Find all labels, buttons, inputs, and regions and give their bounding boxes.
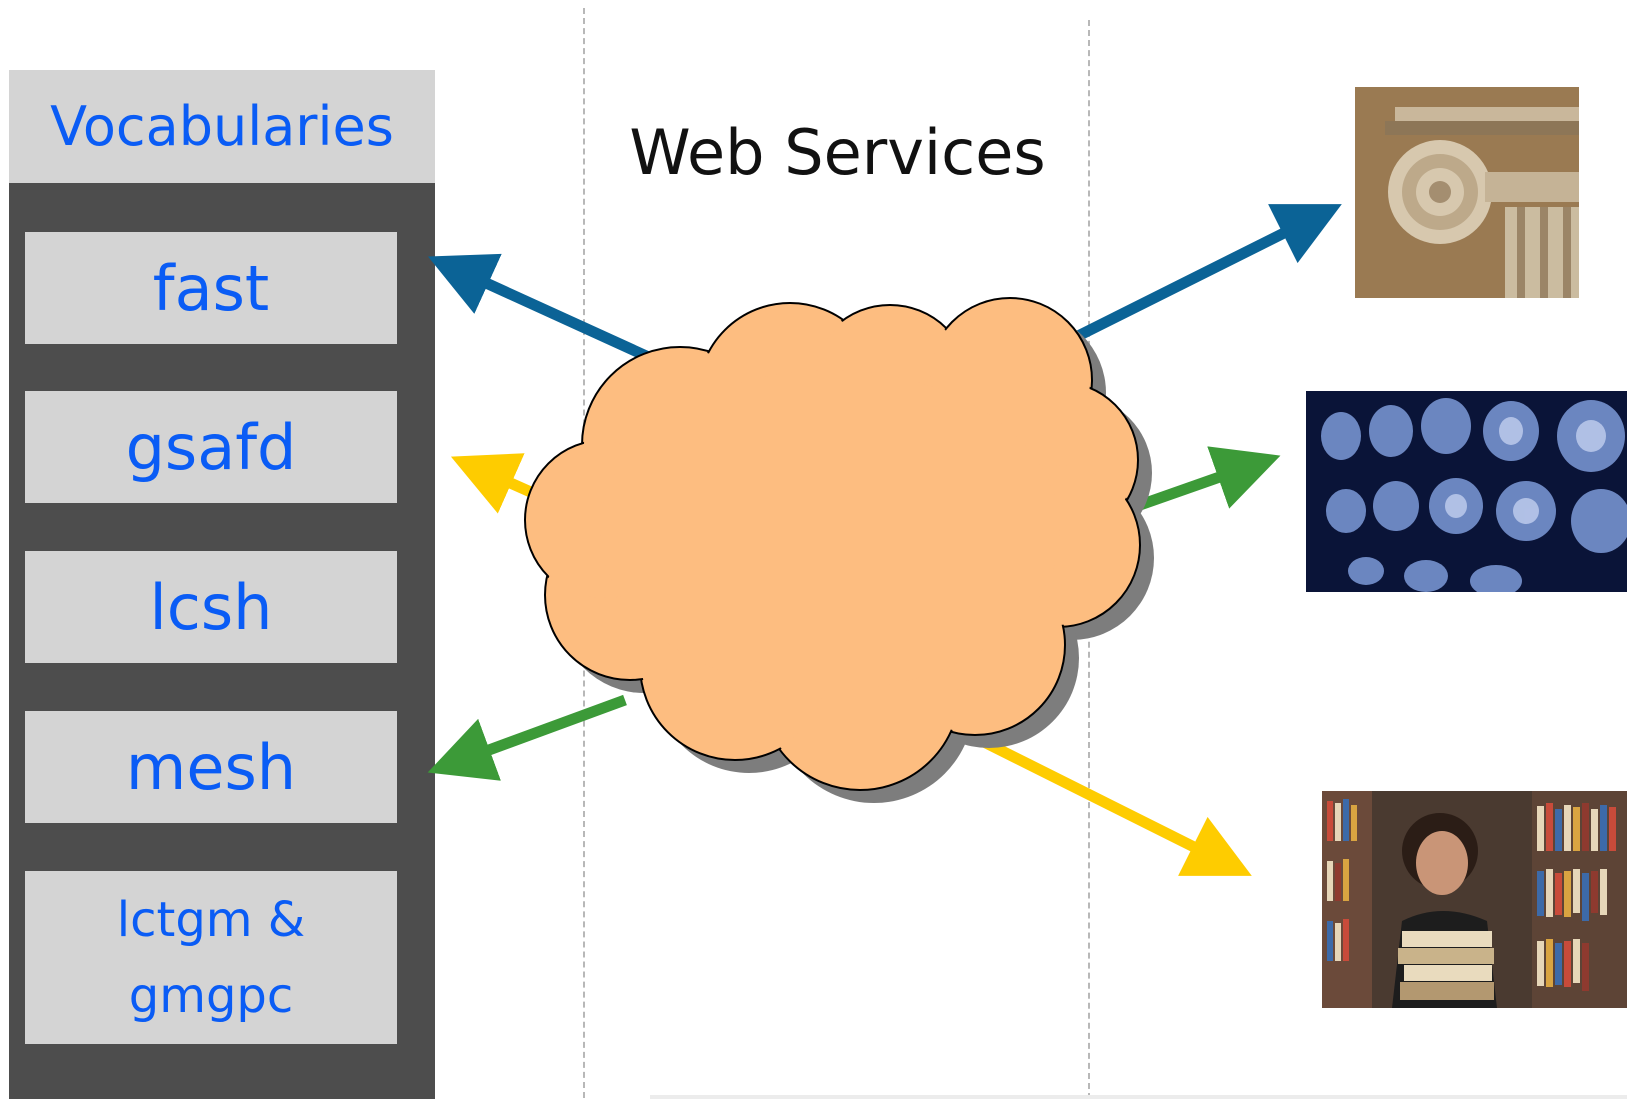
arrow-blue-left xyxy=(427,253,658,366)
web-services-title: Web Services xyxy=(629,116,1046,189)
vocab-gsafd: gsafd xyxy=(25,391,397,503)
cloud-shape xyxy=(527,300,1138,788)
arrow-yellow-right xyxy=(947,720,1252,876)
brain-mri-scans-icon xyxy=(1306,391,1627,592)
vocab-lctgm-gmgpc: lctgm & gmgpc xyxy=(25,871,397,1044)
vocabularies-header: Vocabularies xyxy=(9,70,435,183)
arrow-green-left xyxy=(427,694,627,781)
bottom-rule xyxy=(650,1095,1627,1099)
vocab-fast: fast xyxy=(25,232,397,344)
vocab-lcsh: lcsh xyxy=(25,551,397,663)
ionic-column-capital-icon xyxy=(1355,87,1579,298)
arrow-green-right xyxy=(1138,446,1281,511)
woman-holding-books-icon xyxy=(1322,791,1627,1008)
vocab-mesh: mesh xyxy=(25,711,397,823)
arrow-blue-right xyxy=(1067,204,1342,345)
